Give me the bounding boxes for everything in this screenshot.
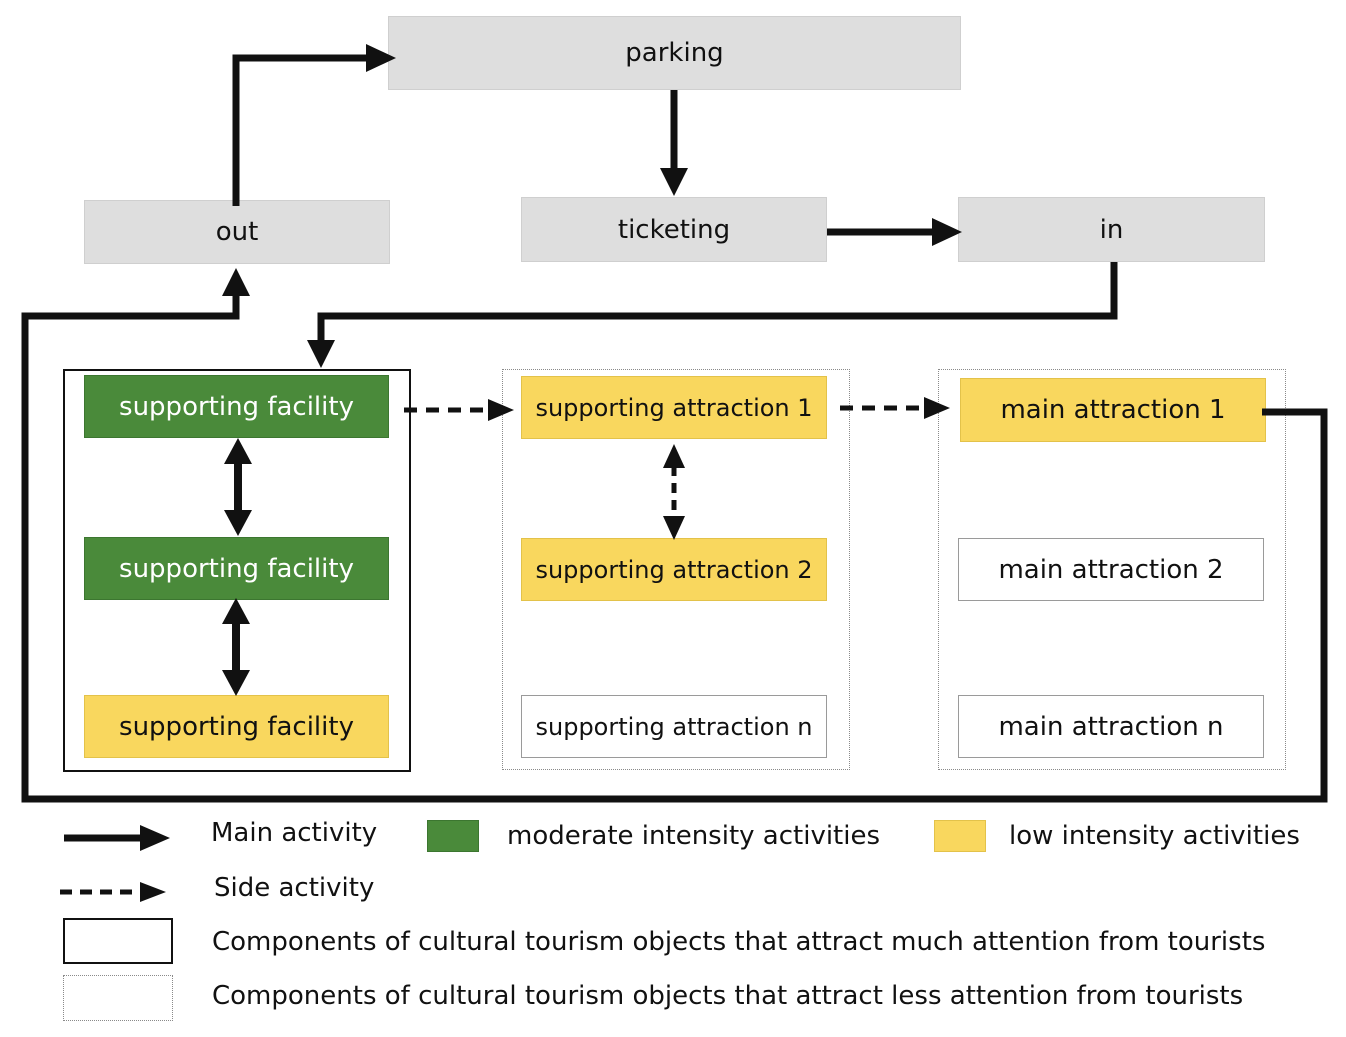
supporting-attraction-1: supporting attraction 1: [521, 376, 827, 439]
main-attraction-n: main attraction n: [958, 695, 1264, 758]
arrowhead-ticketing: [660, 168, 688, 196]
arrowhead-out: [222, 268, 250, 296]
legend-low-swatch: [934, 820, 986, 852]
group-supporting-facilities: [63, 369, 411, 772]
legend-less-attention-label: Components of cultural tourism objects t…: [212, 981, 1244, 1011]
supporting-attraction-n: supporting attraction n: [521, 695, 827, 758]
legend-much-attention-label: Components of cultural tourism objects t…: [212, 927, 1266, 957]
legend-main-activity-label: Main activity: [211, 818, 378, 848]
in-box: in: [958, 197, 1265, 262]
group-supporting-attractions: [502, 369, 850, 770]
arrowhead-in: [932, 218, 962, 246]
supporting-facility-3: supporting facility: [84, 695, 389, 758]
legend-dotted-box: [63, 975, 173, 1021]
supporting-facility-2: supporting facility: [84, 537, 389, 600]
legend-solid-box: [63, 918, 173, 964]
ticketing-box: ticketing: [521, 197, 827, 262]
supporting-facility-1: supporting facility: [84, 375, 389, 438]
legend-low-label: low intensity activities: [1009, 821, 1300, 851]
parking-box: parking: [388, 16, 961, 90]
group-main-attractions: [938, 369, 1286, 770]
arrowhead-parking: [366, 44, 396, 72]
legend-moderate-label: moderate intensity activities: [507, 821, 881, 851]
supporting-attraction-2: supporting attraction 2: [521, 538, 827, 601]
arrow-in-to-facilities: [317, 262, 1118, 342]
arrow-return-loop: [21, 292, 1328, 803]
out-box: out: [84, 200, 390, 264]
legend-side-activity-label: Side activity: [214, 873, 375, 903]
main-attraction-2: main attraction 2: [958, 538, 1264, 601]
arrow-out-to-parking: [232, 54, 370, 206]
main-attraction-1: main attraction 1: [960, 378, 1266, 442]
legend-moderate-swatch: [427, 820, 479, 852]
arrowhead-facilities: [307, 340, 335, 368]
